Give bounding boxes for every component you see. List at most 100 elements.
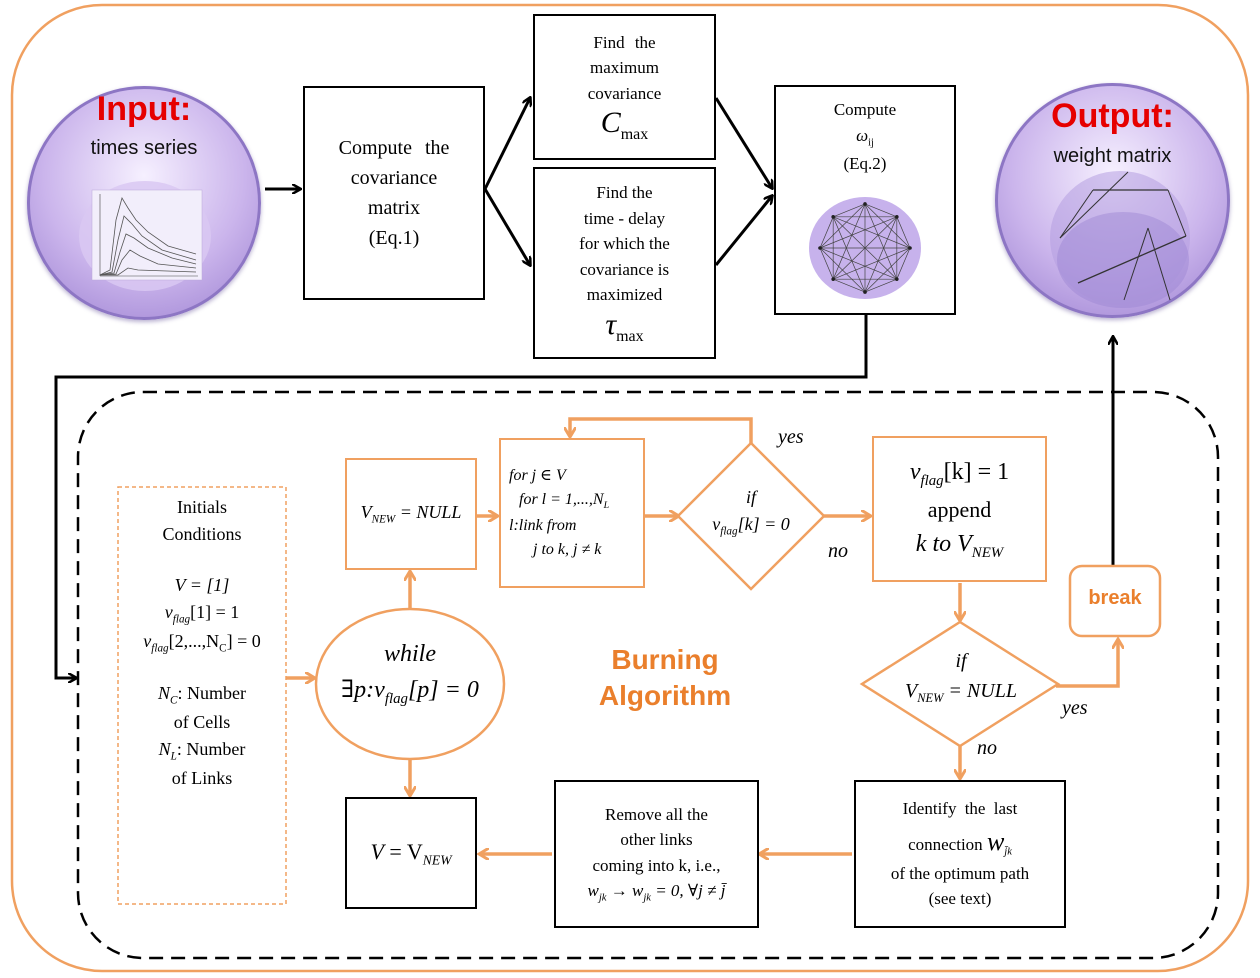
time-delay-box: Find the time - delay for which the cova… <box>533 167 716 359</box>
append-line-2: append <box>927 496 992 522</box>
initial-conditions: Initials Conditions V = [1] vflag[1] = 1… <box>118 490 286 792</box>
max-cov-line-2: maximum <box>590 58 659 78</box>
for-line-4: j to k, j ≠ k <box>533 541 602 559</box>
input-title: Input: <box>96 90 192 128</box>
tau-sub: max <box>616 327 644 345</box>
arrow-max-to-omega <box>714 97 772 188</box>
if-null-diamond <box>859 620 1061 748</box>
c-max-sub: max <box>620 126 649 144</box>
graph-edge <box>819 216 897 249</box>
while-sub: flag <box>384 690 408 707</box>
identify-line-3: of the optimum path <box>890 863 1030 883</box>
graph-edge <box>864 278 897 293</box>
init-nl-var: N <box>158 738 171 759</box>
vnull-var: V <box>360 502 372 523</box>
identify-line-4: (see text) <box>928 889 992 909</box>
covariance-line-3: matrix <box>367 197 421 219</box>
label-yes-bottom: yes <box>1062 697 1088 719</box>
append-line-3-pre: k to V <box>915 530 972 557</box>
init-nl: NL: Number <box>118 736 286 765</box>
init-eq-2: vflag[1] = 1 <box>118 599 286 628</box>
append-box: vflag[k] = 1 append k to VNEW <box>872 436 1047 582</box>
append-sub: flag <box>920 473 944 490</box>
if-null-sub: NEW <box>917 691 944 705</box>
init-eq3-rest: [2,...,N <box>168 631 220 652</box>
identify-line-2: connection wj̄k <box>908 822 1012 861</box>
if-flag-sub: flag <box>720 525 738 538</box>
burning-line-2: Algorithm <box>598 680 732 712</box>
if-flag-text: if vflag[k] = 0 <box>680 484 822 540</box>
identify-w: w <box>986 826 1005 856</box>
if-null-line-1: if <box>955 650 967 672</box>
remove-line-1: Remove all the <box>605 804 708 824</box>
for-line-2-text: for l = 1,...,N <box>519 490 604 508</box>
arrow-cov-to-max <box>483 98 530 190</box>
c-max-symbol: Cmax <box>601 106 649 144</box>
graph-node <box>908 246 912 250</box>
append-line-3-sub: NEW <box>971 544 1004 561</box>
for-loop-box: for j ∈ V for l = 1,...,NL l:link from j… <box>499 438 645 588</box>
burning-line-1: Burning <box>611 644 719 675</box>
if-flag-rest: [k] = 0 <box>737 514 790 534</box>
omega-line-1: Compute <box>833 100 897 119</box>
if-flag-diamond <box>676 441 826 591</box>
while-pre: ∃p:v <box>341 677 385 703</box>
break-box <box>1068 564 1162 638</box>
remove-end: = 0, ∀j ≠ j̄ <box>650 881 726 901</box>
init-nc-sub: C <box>170 694 178 707</box>
init-eq2-var: v <box>164 602 173 622</box>
graph-edge <box>833 278 866 293</box>
init-nl-sub: L <box>170 750 177 763</box>
init-title-1: Initials <box>177 497 227 517</box>
if-null-rest: = NULL <box>943 680 1017 702</box>
outer-frame <box>10 3 1250 973</box>
graph-edge <box>896 247 911 280</box>
compute-covariance-box: Compute the covariance matrix (Eq.1) <box>303 86 485 300</box>
remove-w: w <box>587 881 599 901</box>
graph-node <box>863 290 867 294</box>
init-eq2-sub: flag <box>172 613 191 626</box>
if-null-line-2: VNEW = NULL <box>864 676 1058 708</box>
while-ellipse <box>314 607 506 761</box>
init-eq-1: V = [1] <box>174 575 230 595</box>
remove-line-2: other links <box>620 830 693 850</box>
init-eq3-sub: flag <box>151 642 169 655</box>
graph-node <box>863 202 867 206</box>
max-covariance-box: Find the maximum covariance Cmax <box>533 14 716 160</box>
graph-edge <box>832 203 866 280</box>
covariance-line-4: (Eq.1) <box>368 227 420 249</box>
vnew-null-text: VNEW = NULL <box>361 499 462 528</box>
output-subtitle: weight matrix <box>1053 145 1172 167</box>
init-eq3-end: ] = 0 <box>226 631 261 652</box>
graph-node <box>895 277 899 281</box>
remove-sub2: jk <box>643 892 651 904</box>
if-null-var: V <box>905 680 918 702</box>
graph-edge <box>819 247 866 293</box>
vnull-rest: = NULL <box>395 502 462 523</box>
if-flag-var: v <box>712 514 721 534</box>
omega-symbol: ωij <box>856 123 874 151</box>
identify-line-1: Identify the last <box>902 799 1018 819</box>
init-nc: NC: Number <box>118 680 286 709</box>
init-eq3-sub2: C <box>219 642 227 655</box>
init-nl-text: : Number <box>176 738 246 759</box>
burning-algorithm-label: Burning Algorithm <box>560 642 770 715</box>
graph-node <box>895 215 899 219</box>
break-label: break <box>1088 587 1142 609</box>
while-post: [p] = 0 <box>407 677 479 703</box>
identify-w-sub: j̄k <box>1004 846 1012 858</box>
c-max-var: C <box>600 106 621 140</box>
arrow-cov-to-delay <box>483 188 530 265</box>
arrow-ifnull-yes-to-break <box>1056 640 1118 688</box>
graph-edge <box>832 216 898 280</box>
graph-node <box>831 277 835 281</box>
covariance-line-1: Compute the <box>338 137 450 159</box>
append-var: v <box>909 459 921 486</box>
if-flag-line-1: if <box>745 487 756 507</box>
burning-region <box>76 390 1220 960</box>
v-assign-box: V = VNEW <box>345 797 477 909</box>
remove-sub1: jk <box>598 892 607 904</box>
time-series-thumbnail <box>79 181 211 291</box>
delay-line-4: covariance is <box>579 259 670 279</box>
